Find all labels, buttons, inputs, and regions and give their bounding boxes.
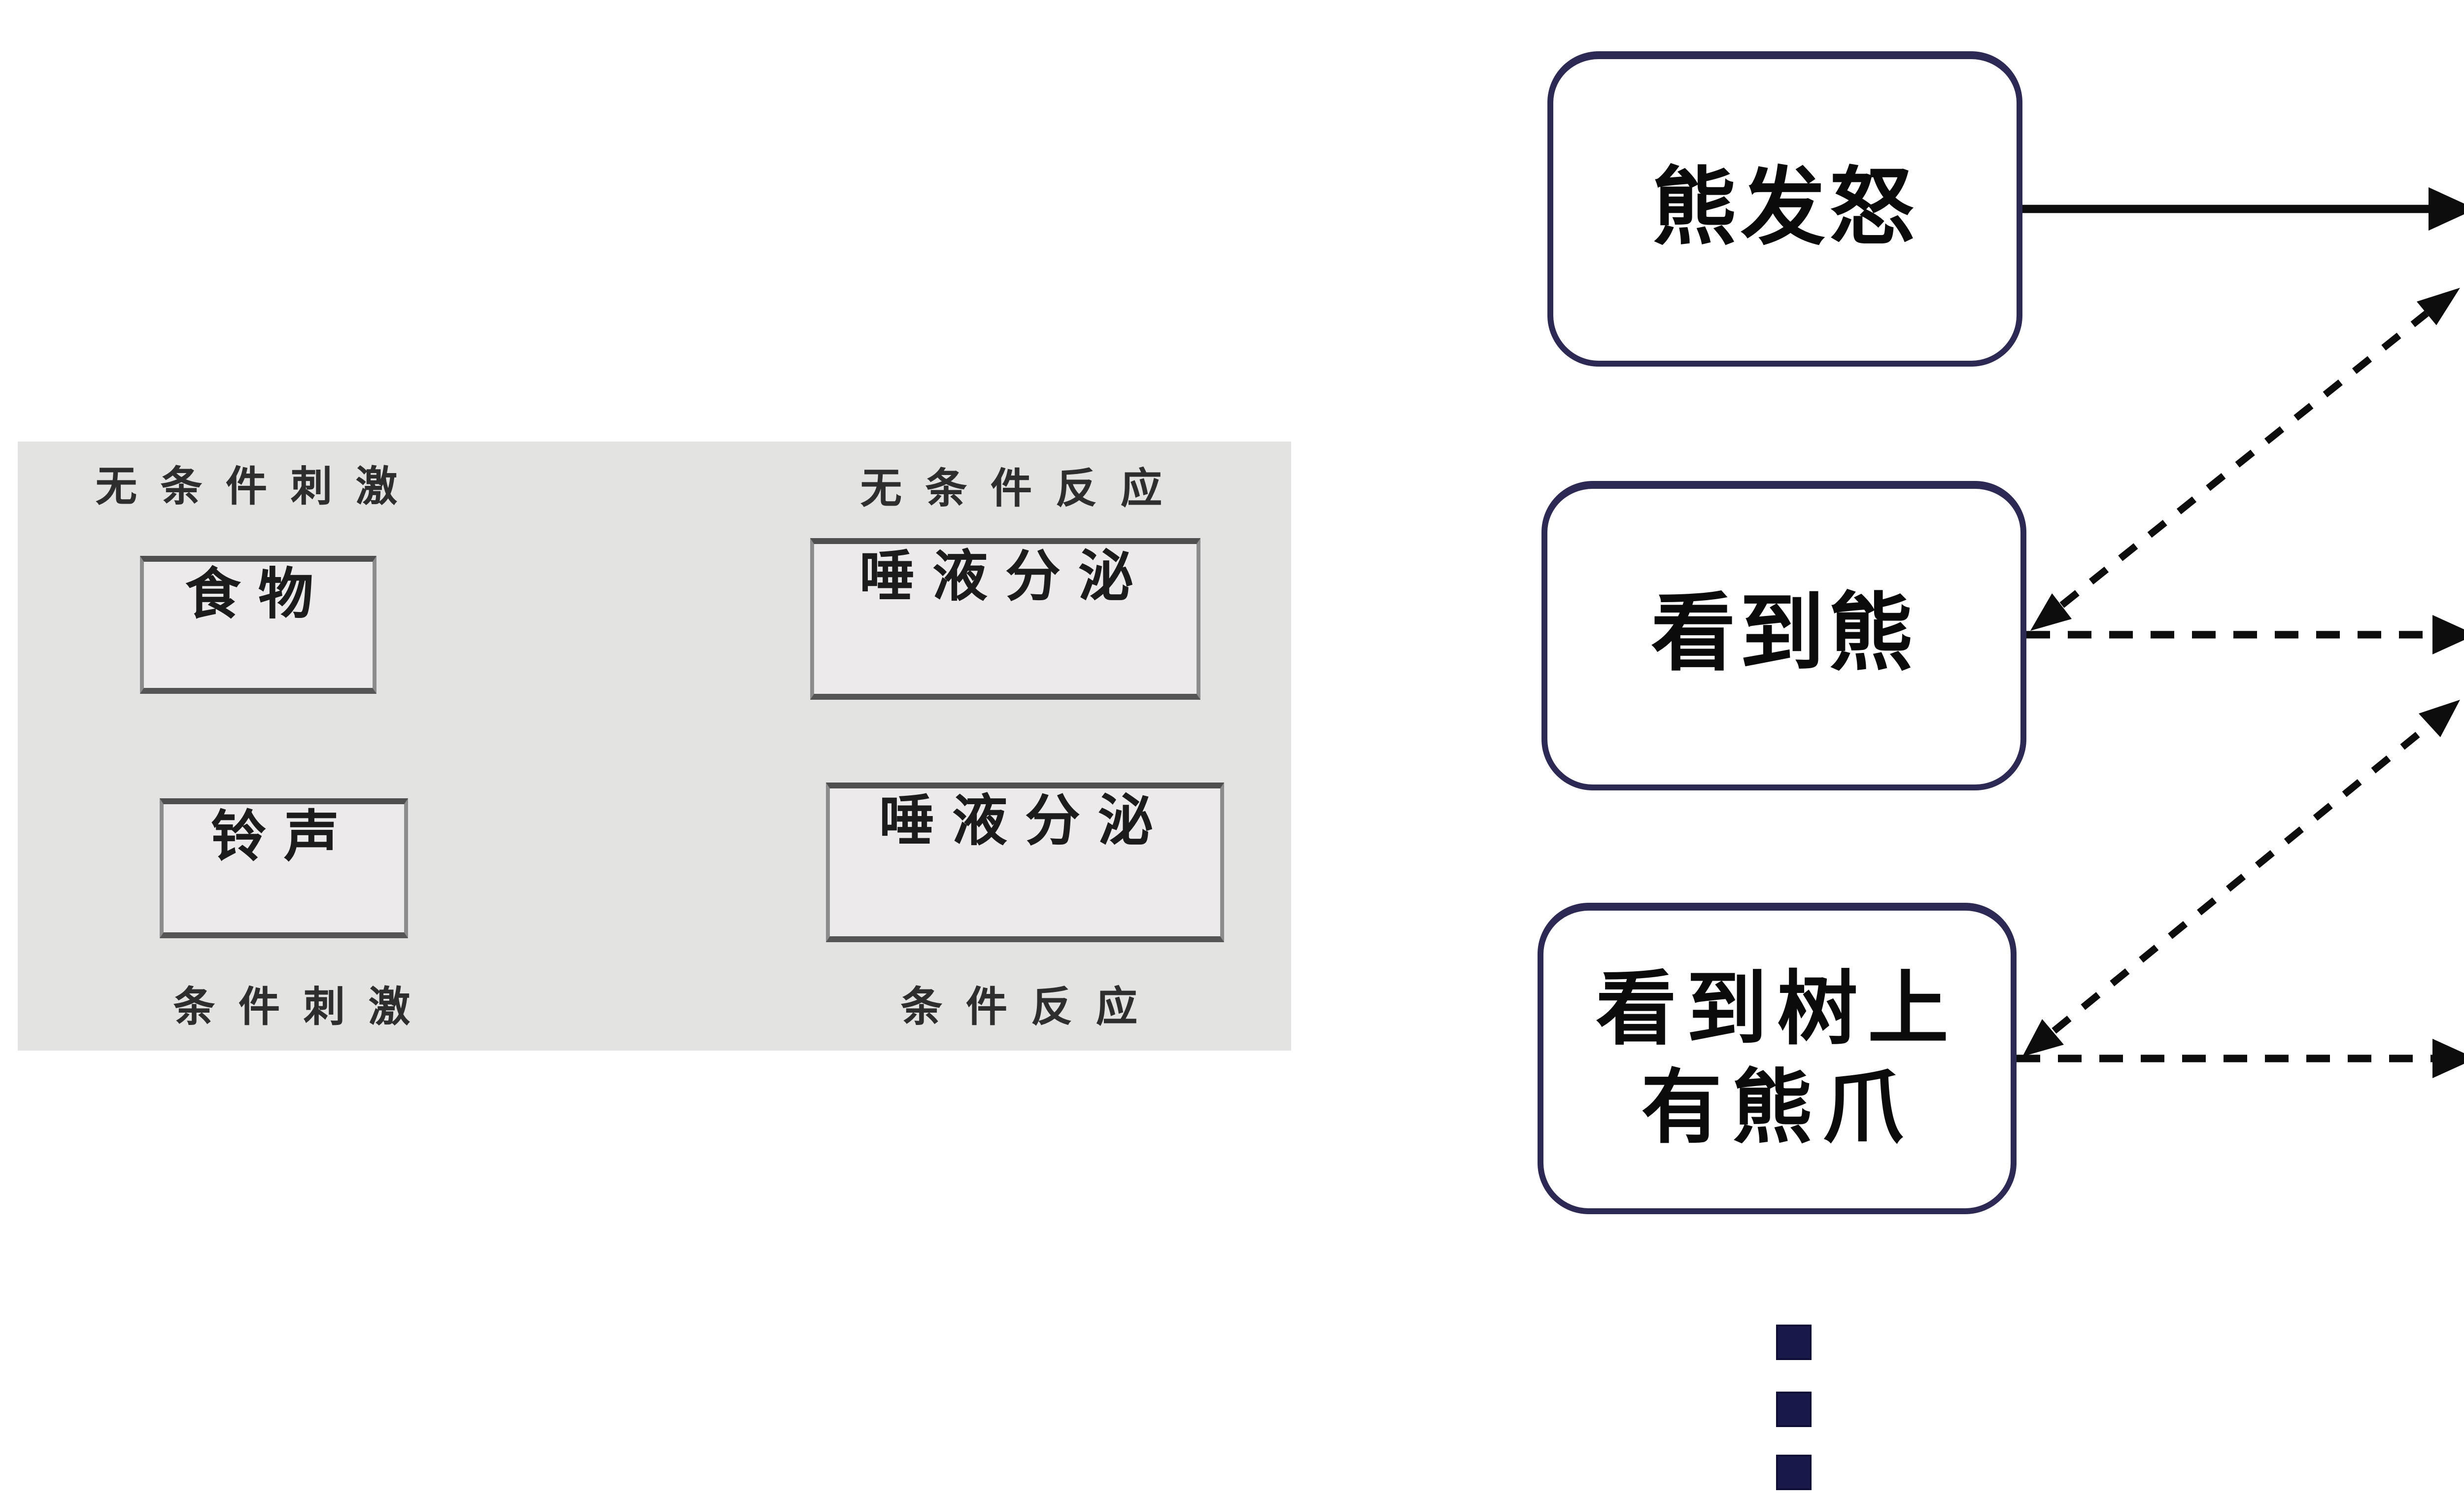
arrow-see-bear-to-value-next: [2026, 615, 2464, 654]
label-unconditioned-stimulus: 无条件刺激: [96, 465, 421, 511]
node-see-bear-label: 看到熊: [1651, 588, 1917, 683]
label-unconditioned-response: 无条件反应: [860, 467, 1186, 512]
arrow-bear-angry-to-reward: [2022, 187, 2464, 231]
dot: [1776, 1325, 1812, 1360]
node-see-bear: 看到熊: [1541, 481, 2026, 790]
dot: [1776, 1455, 1812, 1490]
node-see-claws-line2: 有熊爪: [1641, 1061, 1913, 1152]
node-bear-angry: 熊发怒: [1547, 51, 2022, 367]
arrow-see-claws-to-value-current: [2017, 1039, 2464, 1078]
node-bear-angry-label: 熊发怒: [1652, 161, 1918, 256]
label-conditioned-response: 条件反应: [901, 986, 1161, 1031]
box-salivation-bottom: 唾液分泌: [826, 783, 1224, 942]
node-see-claws-line1: 看到树上: [1596, 964, 1958, 1056]
node-see-claws: 看到树上 有熊爪: [1538, 903, 2017, 1214]
box-food: 食物: [140, 556, 376, 694]
box-salivation-top: 唾液分泌: [810, 538, 1200, 700]
classical-conditioning-panel: 无条件刺激 无条件反应 食物 唾液分泌 铃声 唾液分泌 条件刺激 条件反应: [18, 442, 1291, 1051]
box-bell: 铃声: [160, 798, 408, 938]
dot: [1776, 1392, 1812, 1427]
arrow-see-bear-reward-diagonal: [2030, 288, 2460, 631]
arrow-see-claws-value-next-diagonal: [2022, 700, 2460, 1057]
label-conditioned-stimulus: 条件刺激: [173, 986, 434, 1031]
